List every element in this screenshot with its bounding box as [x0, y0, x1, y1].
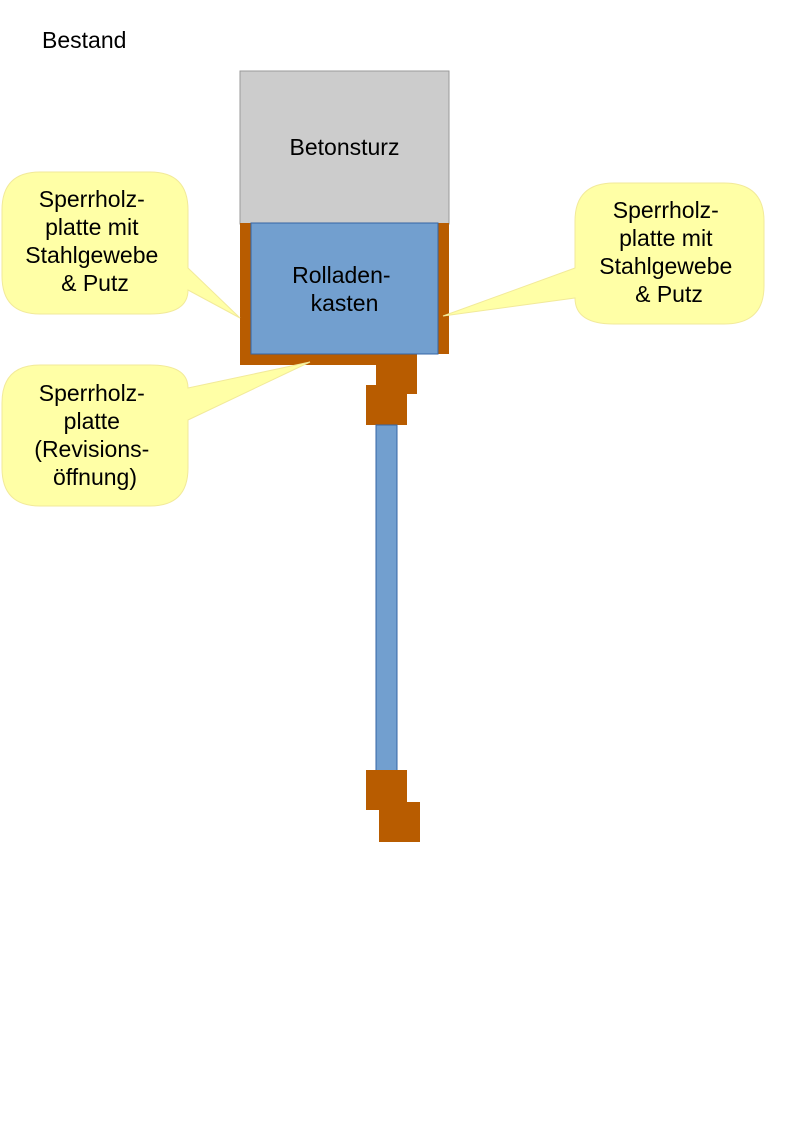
plywood-panel-left — [240, 223, 251, 354]
callout-left-bottom-text: Sperrholz- platte (Revisions- öffnung) — [34, 380, 155, 490]
callout-right-top-line-1: Sperrholz- — [613, 197, 719, 223]
window-glass — [375, 424, 398, 772]
window-frame-top-lower — [366, 385, 407, 425]
callout-left-bottom-line-1: Sperrholz- — [39, 380, 145, 406]
callout-left-top-line-3: Stahlgewebe — [25, 242, 158, 268]
callout-left-top-line-4: & Putz — [61, 270, 129, 296]
callout-right-top-line-3: Stahlgewebe — [599, 253, 732, 279]
lintel-label: Betonsturz — [290, 134, 400, 160]
page-title: Bestand — [42, 27, 127, 53]
shutter-box-label-line-1: Rolladen- — [292, 262, 390, 288]
callout-left-top-text: Sperrholz- platte mit Stahlgewebe & Putz — [25, 186, 164, 296]
callout-left-top: Sperrholz- platte mit Stahlgewebe & Putz — [1, 171, 241, 319]
concrete-lintel — [239, 70, 450, 225]
callout-right-top-line-2: platte mit — [619, 225, 713, 251]
callout-right-top-line-4: & Putz — [635, 281, 703, 307]
callout-left-top-bubble — [1, 171, 241, 319]
lintel-label-line-1: Betonsturz — [290, 134, 400, 160]
callout-right-top-bubble — [442, 182, 765, 325]
callout-right-top: Sperrholz- platte mit Stahlgewebe & Putz — [442, 182, 765, 325]
shutter-box-label-line-2: kasten — [311, 290, 379, 316]
shutter-box-label: Rolladen- kasten — [292, 262, 397, 316]
plywood-panel-bottom — [240, 354, 417, 365]
shutter-box — [250, 222, 439, 355]
callout-left-bottom: Sperrholz- platte (Revisions- öffnung) — [1, 361, 311, 507]
callout-left-top-line-1: Sperrholz- — [39, 186, 145, 212]
callout-left-bottom-line-4: öffnung) — [53, 464, 137, 490]
callout-right-top-text: Sperrholz- platte mit Stahlgewebe & Putz — [599, 197, 738, 307]
callout-left-bottom-bubble — [1, 361, 311, 507]
plywood-panel-right — [438, 223, 449, 354]
window-frame-bottom-lower — [379, 802, 420, 842]
callout-left-bottom-line-2: platte — [64, 408, 120, 434]
callout-left-bottom-line-3: (Revisions- — [34, 436, 149, 462]
callout-left-top-line-2: platte mit — [45, 214, 139, 240]
